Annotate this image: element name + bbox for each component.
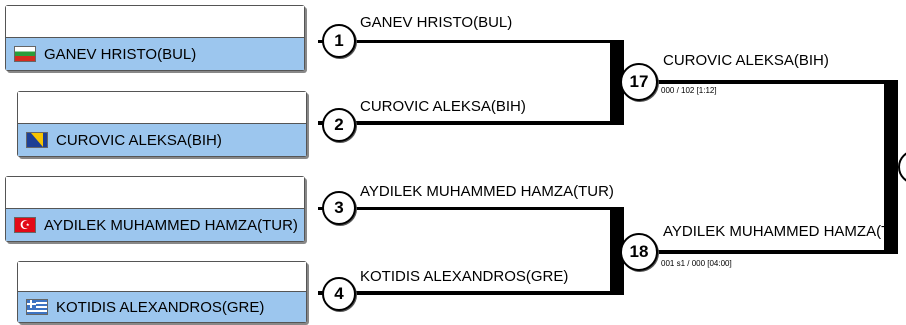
bracket-line — [318, 121, 613, 125]
greece-flag-icon — [26, 299, 48, 315]
match-winner-label: CUROVIC ALEKSA(BIH) — [663, 52, 829, 69]
bosnia-flag-icon — [26, 132, 48, 148]
bracket-line — [318, 291, 613, 295]
player-box-4: KOTIDIS ALEXANDROS(GRE) — [17, 261, 307, 323]
player-box-2: CUROVIC ALEKSA(BIH) — [17, 91, 307, 157]
bracket-line — [624, 250, 898, 254]
player-empty-slot — [6, 177, 304, 209]
bracket-line — [624, 80, 898, 84]
player-name: CUROVIC ALEKSA(BIH) — [56, 131, 222, 149]
player-name-row: KOTIDIS ALEXANDROS(GRE) — [18, 291, 306, 322]
match-number-badge: 4 — [322, 277, 356, 311]
player-name-row: CUROVIC ALEKSA(BIH) — [18, 123, 306, 156]
match-number-badge: 2 — [322, 108, 356, 142]
bracket-line — [318, 40, 613, 43]
match-number-badge: 1 — [322, 24, 356, 58]
match-score: 001 s1 / 000 [04:00] — [661, 259, 732, 268]
player-empty-slot — [6, 6, 304, 38]
match-score: 000 / 102 [1:12] — [661, 86, 717, 95]
bracket-line — [318, 207, 613, 210]
player-name: KOTIDIS ALEXANDROS(GRE) — [56, 298, 265, 316]
player-box-3: ☪ AYDILEK MUHAMMED HAMZA(TUR) — [5, 176, 305, 242]
bracket-line — [884, 80, 898, 254]
player-name: AYDILEK MUHAMMED HAMZA(TUR) — [44, 216, 298, 234]
player-name-row: GANEV HRISTO(BUL) — [6, 37, 304, 70]
match-number-badge: 17 — [620, 63, 658, 101]
match-winner-label: AYDILEK MUHAMMED HAMZA(TUR) — [663, 223, 884, 240]
match-number-badge: 18 — [620, 233, 658, 271]
bracket-line — [610, 207, 624, 295]
bracket-line — [610, 40, 624, 125]
player-box-1: GANEV HRISTO(BUL) — [5, 5, 305, 71]
match-number-badge: 3 — [322, 191, 356, 225]
player-empty-slot — [18, 262, 306, 292]
bulgaria-flag-icon — [14, 46, 36, 62]
match-winner-label: AYDILEK MUHAMMED HAMZA(TUR) — [360, 183, 614, 200]
match-winner-label: KOTIDIS ALEXANDROS(GRE) — [360, 268, 569, 285]
player-empty-slot — [18, 92, 306, 124]
turkey-flag-icon: ☪ — [14, 217, 36, 233]
match-number-badge-final — [898, 150, 906, 184]
player-name-row: ☪ AYDILEK MUHAMMED HAMZA(TUR) — [6, 208, 304, 241]
player-name: GANEV HRISTO(BUL) — [44, 45, 197, 63]
match-winner-label: GANEV HRISTO(BUL) — [360, 14, 513, 31]
match-winner-label: CUROVIC ALEKSA(BIH) — [360, 98, 526, 115]
